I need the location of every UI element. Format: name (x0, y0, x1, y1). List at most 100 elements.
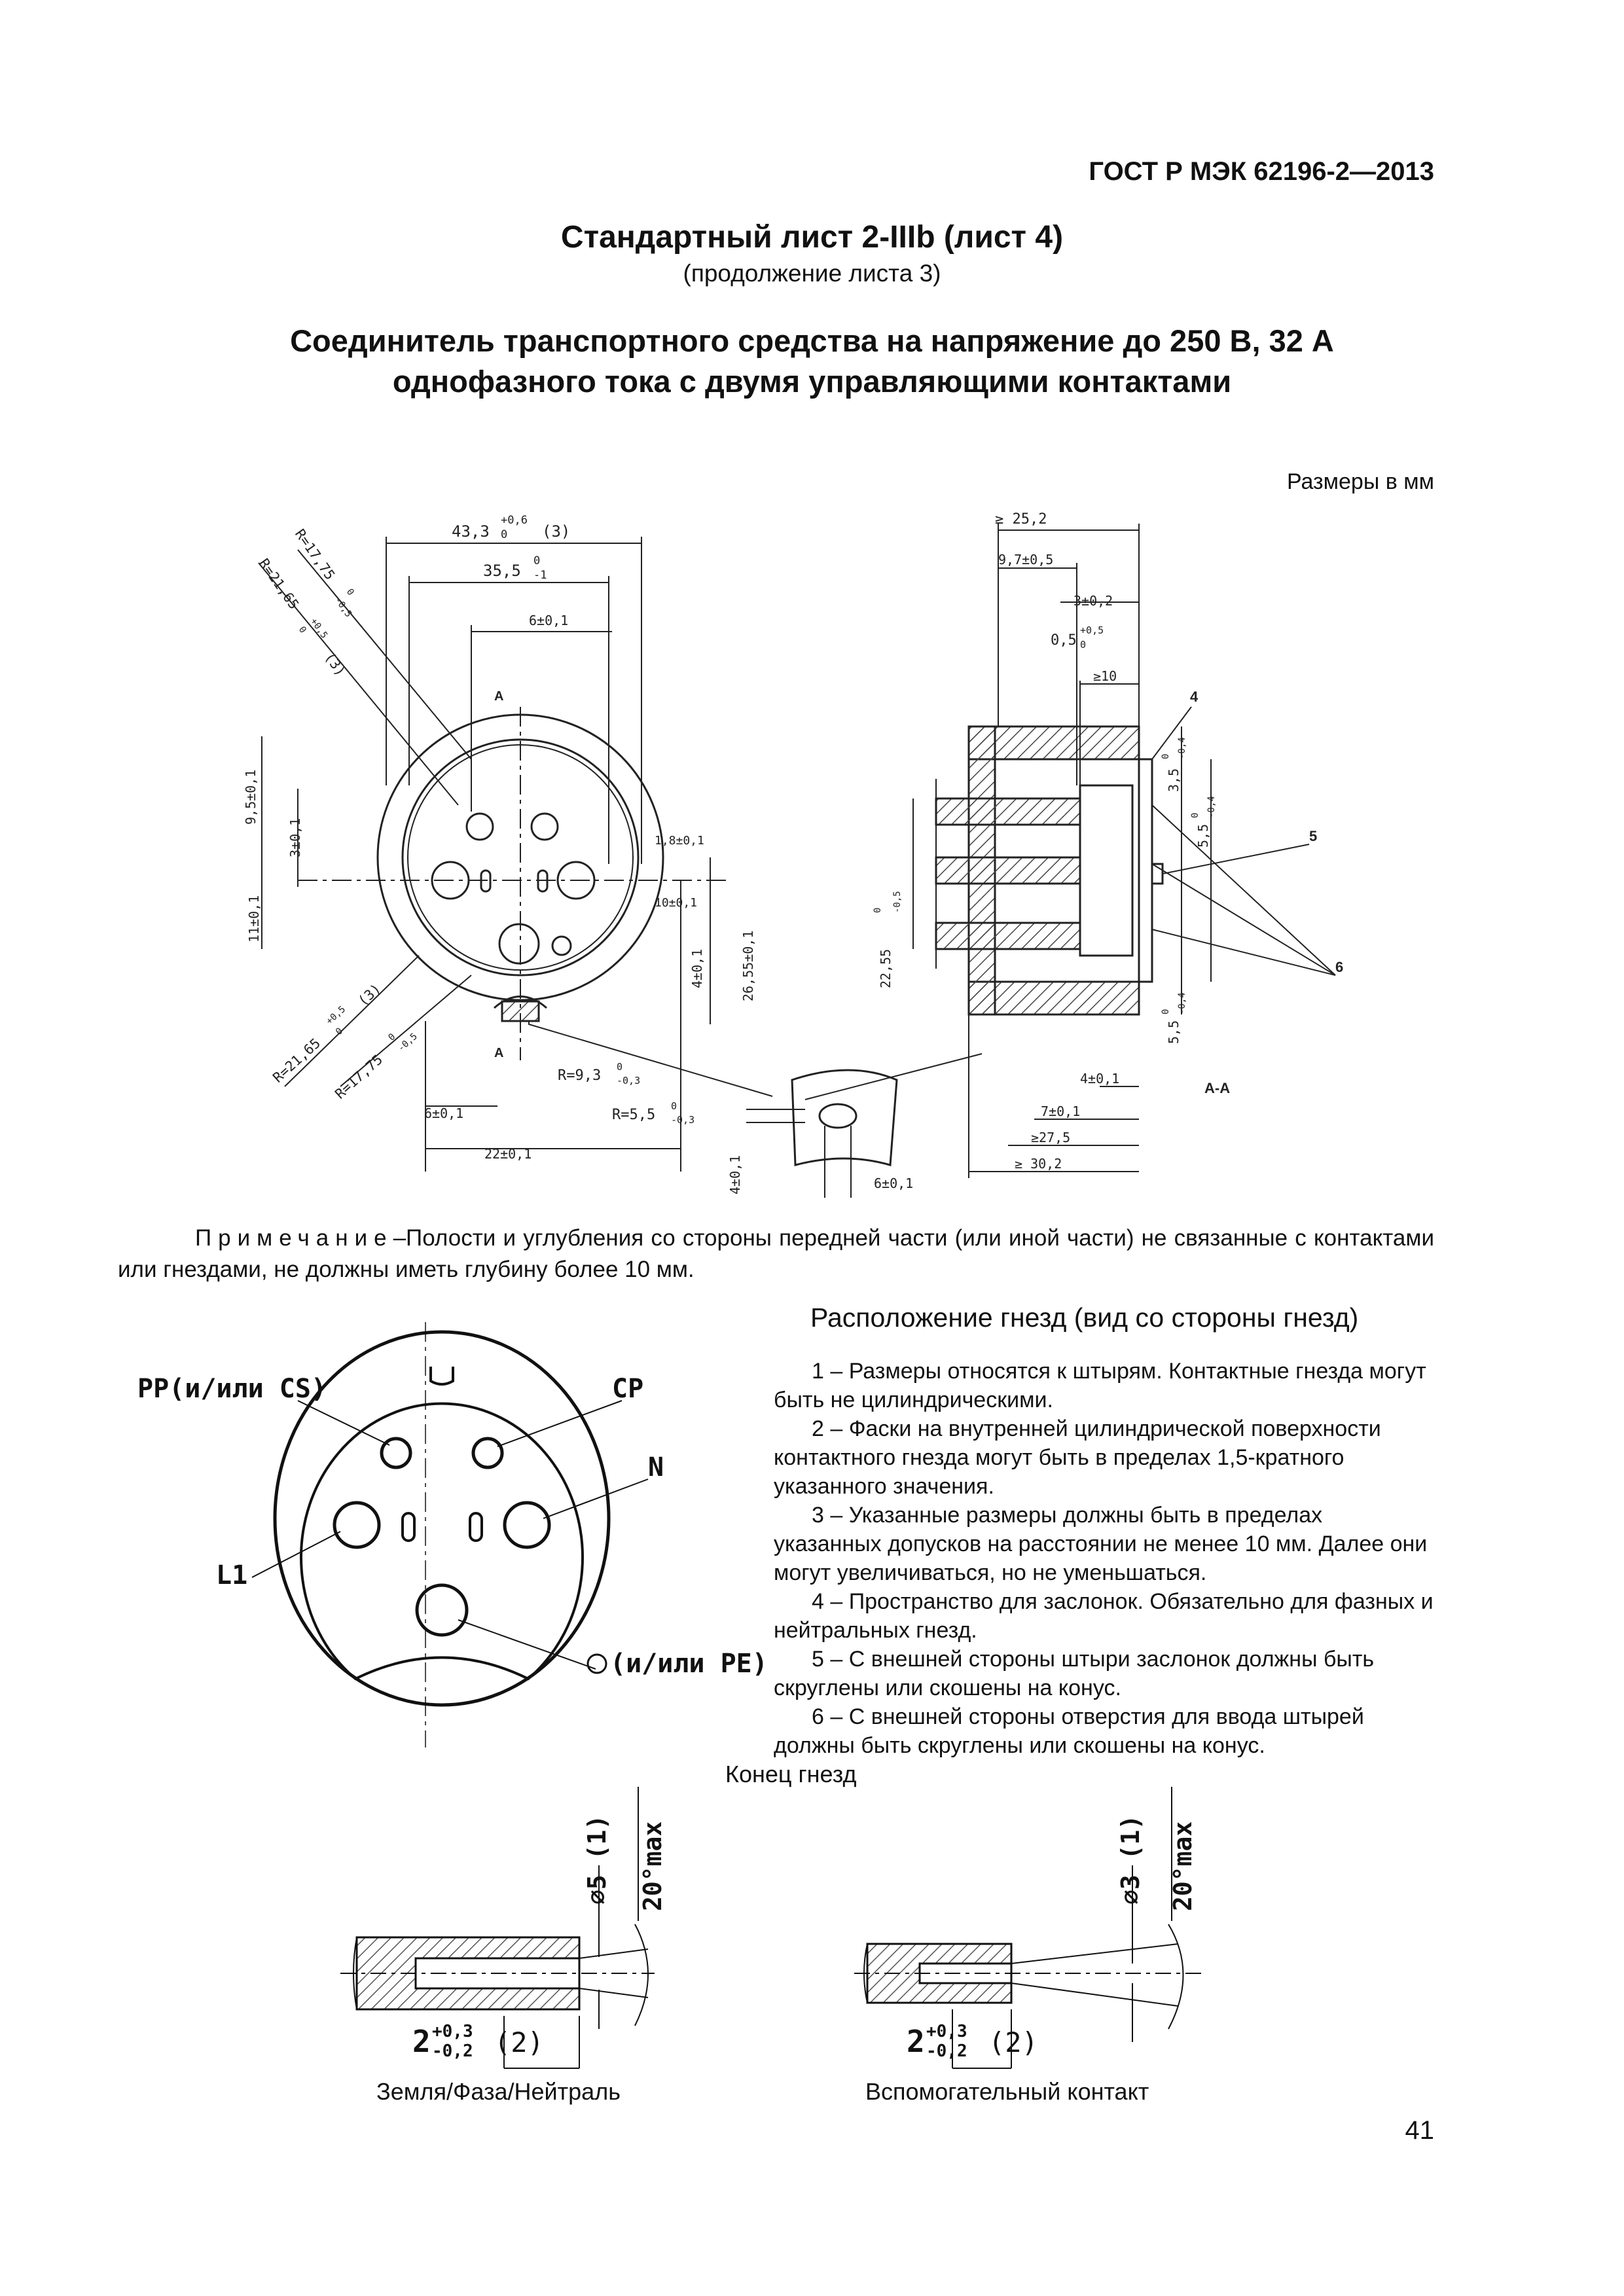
dim-r21-65-bottom-ref: (3) (355, 980, 384, 1009)
dim-5-5-b: 5,5 (1166, 1020, 1182, 1044)
dim-35: 35,5 (483, 562, 521, 580)
right-diameter: ⌀3 (1) (1116, 1815, 1145, 1905)
dim-43: 43,3 (452, 522, 490, 541)
dim-3-5: 3,5 (1166, 768, 1182, 792)
label-pp: PP(и/или CS) (137, 1374, 327, 1404)
callout-6: 6 (1335, 959, 1343, 975)
numbered-note: 5 – С внешней стороны штыри заслонок дол… (774, 1647, 1375, 1700)
dim-r17-75-top-tol2: -0,5 (333, 595, 353, 619)
dim-43-tol2: 0 (501, 528, 507, 541)
left-depth: 2 (412, 2024, 431, 2059)
socket-layout-title: Расположение гнезд (вид со стороны гнезд… (810, 1302, 1359, 1333)
sheet-title: Стандартный лист 2-IIIb (лист 4) (560, 220, 1064, 255)
dim-r5-5: R=5,5 (612, 1107, 655, 1123)
dim-30-2: ≥ 30,2 (1015, 1156, 1062, 1172)
front-view (258, 537, 983, 1198)
dim-r17-75-bottom-tol: 0 (386, 1031, 397, 1043)
note-text: –Полости и углубления со стороны передне… (118, 1225, 1434, 1282)
left-diameter: ⌀5 (1) (583, 1815, 611, 1905)
dim-r9-3: R=9,3 (558, 1067, 601, 1084)
dim-6-bottom: 6±0,1 (424, 1105, 463, 1121)
standard-header: ГОСТ Р МЭК 62196-2—2013 (1089, 157, 1434, 186)
dim-r21-65-bottom-tol2: 0 (334, 1026, 345, 1037)
dim-r5-5-tol: 0 (671, 1100, 677, 1112)
dim-5-5-b-tol2: -0,4 (1177, 992, 1187, 1014)
dim-r5-5-tol2: -0,3 (671, 1114, 695, 1126)
dim-r21-65-bottom-tol: +0,5 (324, 1004, 348, 1026)
dim-r17-75-top-tol: 0 (344, 587, 356, 598)
dim-r17-75-top: R=17,75 (292, 526, 338, 583)
dim-5-5-a: 5,5 (1195, 824, 1211, 848)
right-depth-tol: +0,3 (926, 2022, 967, 2041)
dim-43-tol: +0,6 (501, 514, 528, 527)
dim-7-section: 7±0,1 (1041, 1103, 1080, 1119)
dim-10-min: ≥10 (1093, 668, 1117, 684)
right-depth: 2 (907, 2024, 925, 2059)
dim-6-top: 6±0,1 (529, 613, 568, 628)
caption-auxiliary-contact: Вспомогательный контакт (865, 2078, 1149, 2105)
dim-25-2: ≥ 25,2 (995, 511, 1047, 528)
numbered-notes: 1 – Размеры относятся к штырям. Контактн… (774, 1357, 1435, 1760)
callout-4: 4 (1190, 689, 1199, 705)
section-mark-bottom: A (494, 1046, 503, 1060)
dim-9-5: 9,5±0,1 (243, 770, 259, 825)
dim-r21-65-top-ref: (3) (321, 649, 348, 679)
dim-22: 22±0,1 (484, 1146, 532, 1162)
page-number: 41 (1405, 2116, 1435, 2145)
dim-r9-3-tol2: -0,3 (617, 1075, 640, 1086)
numbered-note: 1 – Размеры относятся к штырям. Контактн… (774, 1359, 1426, 1412)
right-angle: 20°max (1168, 1821, 1197, 1911)
dim-3-5-tol: 0 (1161, 754, 1171, 759)
label-l1: L1 (216, 1560, 247, 1590)
dim-3-5-tol2: -0,4 (1177, 737, 1187, 759)
left-depth-tol2: -0,2 (432, 2041, 473, 2061)
dim-r21-65-bottom: R=21,65 (270, 1035, 323, 1086)
dim-r17-75-bottom: R=17,75 (332, 1052, 386, 1102)
dim-4-detail: 4±0,1 (727, 1155, 743, 1194)
product-title-line2: однофазного тока с двумя управляющими ко… (392, 364, 1232, 399)
dim-r9-3-tol: 0 (617, 1061, 623, 1073)
section-label-aa: A-A (1204, 1080, 1230, 1096)
socket-end-title: Конец гнезд (725, 1761, 857, 1787)
sheet-continuation: (продолжение листа 3) (683, 260, 941, 287)
dim-r21-65-top-tol2: 0 (297, 624, 308, 635)
dim-6-detail: 6±0,1 (874, 1175, 913, 1191)
socket-end-drawings: ⌀5 (1) 20°max 2 +0,3 -0,2 (2) ⌀3 (1) 20°… (340, 1787, 1204, 2088)
drawing-note: Примечание–Полости и углубления со сторо… (118, 1223, 1434, 1285)
dim-0-5-tol: +0,5 (1080, 624, 1104, 636)
dim-9-7: 9,7±0,5 (998, 552, 1053, 567)
left-depth-tol: +0,3 (432, 2022, 473, 2041)
product-title: Соединитель транспортного средства на на… (0, 321, 1624, 402)
dim-0-5-tol2: 0 (1080, 639, 1086, 651)
dim-5-5-b-tol: 0 (1161, 1009, 1171, 1014)
label-pe: (и/или PE) (610, 1649, 766, 1679)
numbered-note: 6 – С внешней стороны отверстия для ввод… (774, 1704, 1364, 1758)
section-view (912, 524, 1336, 1178)
dim-35-tol: 0 (533, 554, 540, 567)
connector-drawing: 43,3 +0,6 0 (3) 35,5 0 -1 6±0,1 A A 1,8±… (243, 511, 1343, 1198)
numbered-note: 3 – Указанные размеры должны быть в пред… (774, 1503, 1428, 1585)
label-n: N (648, 1452, 664, 1482)
dim-4-section: 4±0,1 (1080, 1071, 1119, 1086)
left-depth-ref: (2) (494, 2026, 544, 2058)
dim-0-5: 0,5 (1051, 632, 1077, 649)
dim-22-55: 22,55 (878, 949, 893, 988)
dim-5-5-a-tol2: -0,4 (1206, 796, 1217, 818)
numbered-note: 4 – Пространство для заслонок. Обязатель… (774, 1589, 1434, 1643)
dim-r17-75-bottom-tol2: -0,5 (396, 1031, 420, 1054)
right-depth-tol2: -0,2 (926, 2041, 967, 2061)
dim-4-vert: 4±0,1 (689, 949, 705, 988)
socket-layout-diagram: PP(и/или CS) CP N L1 (и/или PE) (137, 1322, 766, 1748)
dim-26-55: 26,55±0,1 (740, 931, 756, 1001)
caption-ground-phase-neutral: Земля/Фаза/Нейтраль (376, 2078, 621, 2105)
dim-11: 11±0,1 (246, 895, 262, 942)
label-cp: CP (612, 1374, 643, 1404)
section-mark-top: A (494, 689, 503, 704)
dim-22-55-tol: 0 (873, 908, 883, 913)
dim-1-8: 1,8±0,1 (655, 834, 704, 848)
note-label: Примечание (195, 1225, 393, 1251)
units-note: Размеры в мм (1286, 469, 1434, 494)
numbered-note: 2 – Фаски на внутренней цилиндрической п… (774, 1416, 1381, 1499)
callout-5: 5 (1309, 828, 1317, 844)
dim-43-ref: (3) (542, 522, 570, 541)
